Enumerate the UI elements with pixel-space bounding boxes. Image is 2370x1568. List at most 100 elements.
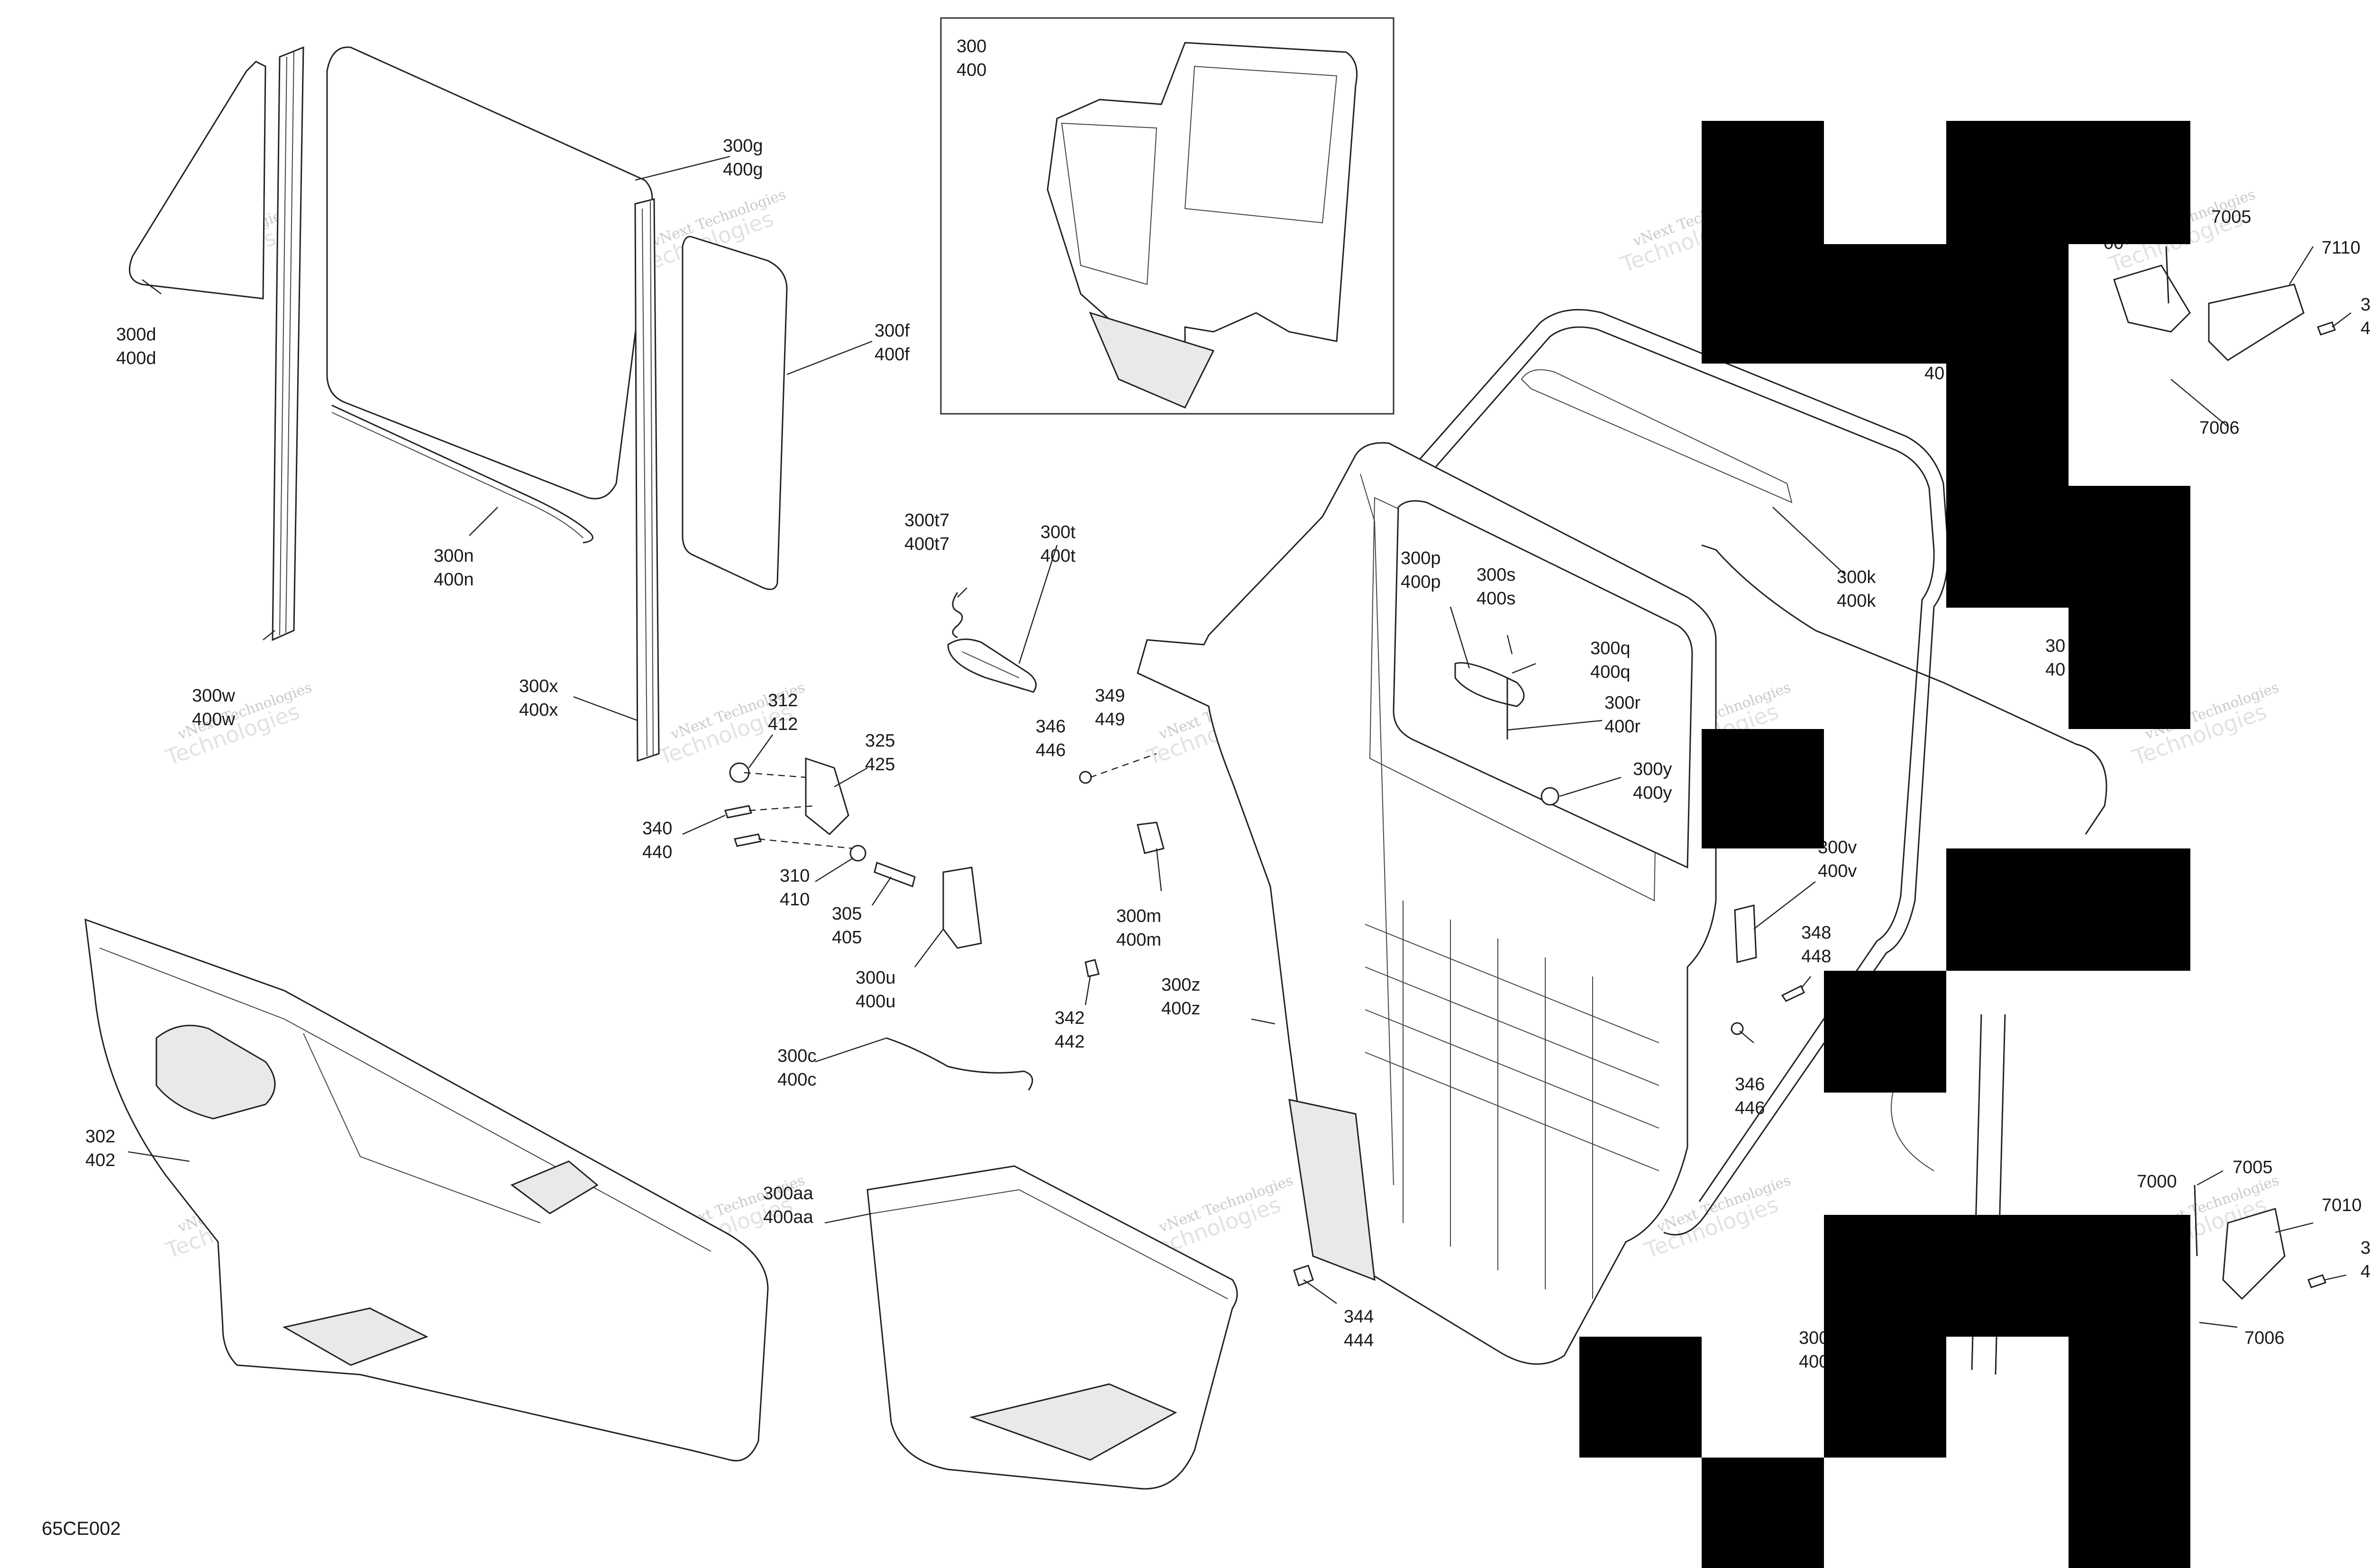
redaction-block — [1702, 729, 1824, 848]
callout-300q-line1: 300q — [1590, 638, 1631, 658]
callout-300d-line2: 400d — [116, 348, 156, 368]
glass-assembly-drawing — [128, 46, 788, 762]
lower-hinge-7010-part — [2222, 1208, 2286, 1300]
redaction-block — [1579, 1337, 1702, 1458]
callout-342-line2: 442 — [1055, 1032, 1085, 1052]
callout-300x-line1: 300x — [519, 676, 558, 696]
callout-300w-line2: 400w — [192, 710, 235, 729]
redaction-block — [1702, 121, 1824, 364]
callout-300w-line1: 300w — [192, 686, 235, 706]
screw-340-part — [724, 805, 752, 819]
redaction-block — [1702, 1458, 1824, 1568]
callout-300-line2: 400 — [957, 60, 986, 80]
redaction-block — [1824, 244, 1946, 364]
striker-bracket-part — [942, 866, 982, 949]
callout-300x-line2: 400x — [519, 700, 558, 720]
callout-300aa-line1: 300aa — [763, 1184, 814, 1203]
callout-300t7-line2: 400t7 — [904, 534, 949, 554]
callout-300z-line2: 400z — [1161, 999, 1200, 1019]
callout-7010: 7010 — [2322, 1195, 2362, 1215]
callout-300u-line1: 300u — [856, 968, 896, 988]
washer-300y-part — [1540, 787, 1559, 806]
callout-300n-line1: 300n — [434, 546, 474, 566]
cab-inset-floor — [1089, 311, 1215, 409]
redaction-block — [1946, 848, 2190, 971]
callout-300p-line2: 400p — [1401, 572, 1441, 592]
callout-300g-line1: 300g — [723, 136, 763, 156]
storage-bin-drawing — [866, 1165, 1238, 1490]
callout-300k-line2: 400k — [1837, 591, 1876, 611]
callout-342-line1: 342 — [1055, 1008, 1085, 1028]
callout-300s-line2: 400s — [1477, 589, 1515, 609]
cab-inset-part — [1047, 42, 1358, 362]
release-cable-part — [886, 1037, 1033, 1091]
upper-hinge-7110-part — [2208, 283, 2305, 361]
latch-hardware-drawing — [724, 592, 1165, 1091]
callout-300-line1: 300 — [957, 36, 986, 56]
callout-300g-line2: 400g — [723, 160, 763, 180]
redaction-block — [1824, 1215, 1946, 1458]
door-storage-pocket — [1288, 1099, 1376, 1281]
latch-bracket-part — [805, 757, 849, 836]
callout-300r-line2: 400r — [1604, 717, 1641, 737]
screw-315a-part — [2317, 321, 2336, 336]
callout-344-line1: 344 — [1344, 1307, 1374, 1327]
callout-300y-line1: 300y — [1633, 759, 1672, 779]
callout-300f-line1: 300f — [875, 321, 910, 341]
callout-300y-line2: 400y — [1633, 783, 1672, 803]
door-inner-grille — [1365, 901, 1659, 1299]
hinge-pin-7005a-part — [2165, 246, 2169, 304]
washer-346-part — [1079, 771, 1092, 784]
callout-312-line2: 412 — [768, 714, 798, 734]
redaction-block — [1946, 121, 2190, 244]
callout-300z-line1: 300z — [1161, 975, 1200, 995]
rear-glass-part — [682, 236, 788, 590]
pin-305-part — [874, 862, 916, 887]
bushing-310-part — [849, 845, 866, 862]
callout-348-line1: 348 — [1801, 923, 1831, 943]
hinge-hardware-drawing — [1891, 246, 2336, 1375]
glass-channel-right-part — [634, 198, 660, 762]
callout-300s-line1: 300s — [1477, 565, 1515, 585]
callout-305-line2: 405 — [832, 928, 862, 948]
callout-300-fragment-line2: 400 — [1799, 1352, 1829, 1372]
callout-348-line2: 448 — [1801, 947, 1831, 966]
handle-spring-part — [952, 592, 963, 638]
callout-349-line2: 449 — [1095, 710, 1125, 729]
callout-315b-line2: 415 — [2361, 1262, 2370, 1282]
door-frame-drawing — [1137, 309, 2107, 1365]
callout-30-fragment-line2: 40 — [2045, 660, 2065, 680]
callout-300aa-line2: 400aa — [763, 1207, 814, 1227]
screw-340b-part — [734, 833, 762, 847]
redaction-block — [1824, 971, 1946, 1093]
callout-300t7-line1: 300t7 — [904, 511, 949, 530]
callout-labels: 300 400 300g 400g 300d 400d 300f 400f 30… — [42, 36, 2370, 1539]
main-glass-part — [326, 46, 653, 500]
callout-300r-line1: 300r — [1604, 693, 1641, 713]
callout-300n-line2: 400n — [434, 570, 474, 590]
callout-7110: 7110 — [2322, 238, 2361, 258]
fastener-344-part — [1293, 1265, 1314, 1286]
upper-hinge-base-part — [2113, 264, 2191, 333]
callout-344-line2: 444 — [1344, 1331, 1374, 1350]
callout-300d-line1: 300d — [116, 325, 156, 345]
redaction-blocks — [1579, 121, 2190, 1568]
redaction-block — [1946, 1215, 2069, 1337]
callout-300m-line1: 300m — [1116, 906, 1161, 926]
callout-7005b: 7005 — [2233, 1158, 2273, 1177]
callout-7000b: 7000 — [2137, 1172, 2177, 1192]
redaction-block — [2069, 1215, 2190, 1568]
window-seal-strip-part — [331, 404, 593, 544]
callout-346a-line1: 346 — [1036, 717, 1066, 737]
callout-300-fragment-line1: 300 — [1799, 1328, 1829, 1348]
pad-300m-part — [1137, 821, 1165, 854]
callout-305-line1: 305 — [832, 904, 862, 924]
callout-349-line1: 349 — [1095, 686, 1125, 706]
callout-315a-line2: 415 — [2361, 319, 2370, 338]
callout-7006b: 7006 — [2244, 1328, 2285, 1348]
callout-312-line1: 312 — [768, 691, 798, 711]
callout-300c-line1: 300c — [777, 1046, 816, 1066]
callout-30-fragment-line1: 30 — [2045, 636, 2065, 656]
door-window-opening — [1393, 500, 1693, 869]
